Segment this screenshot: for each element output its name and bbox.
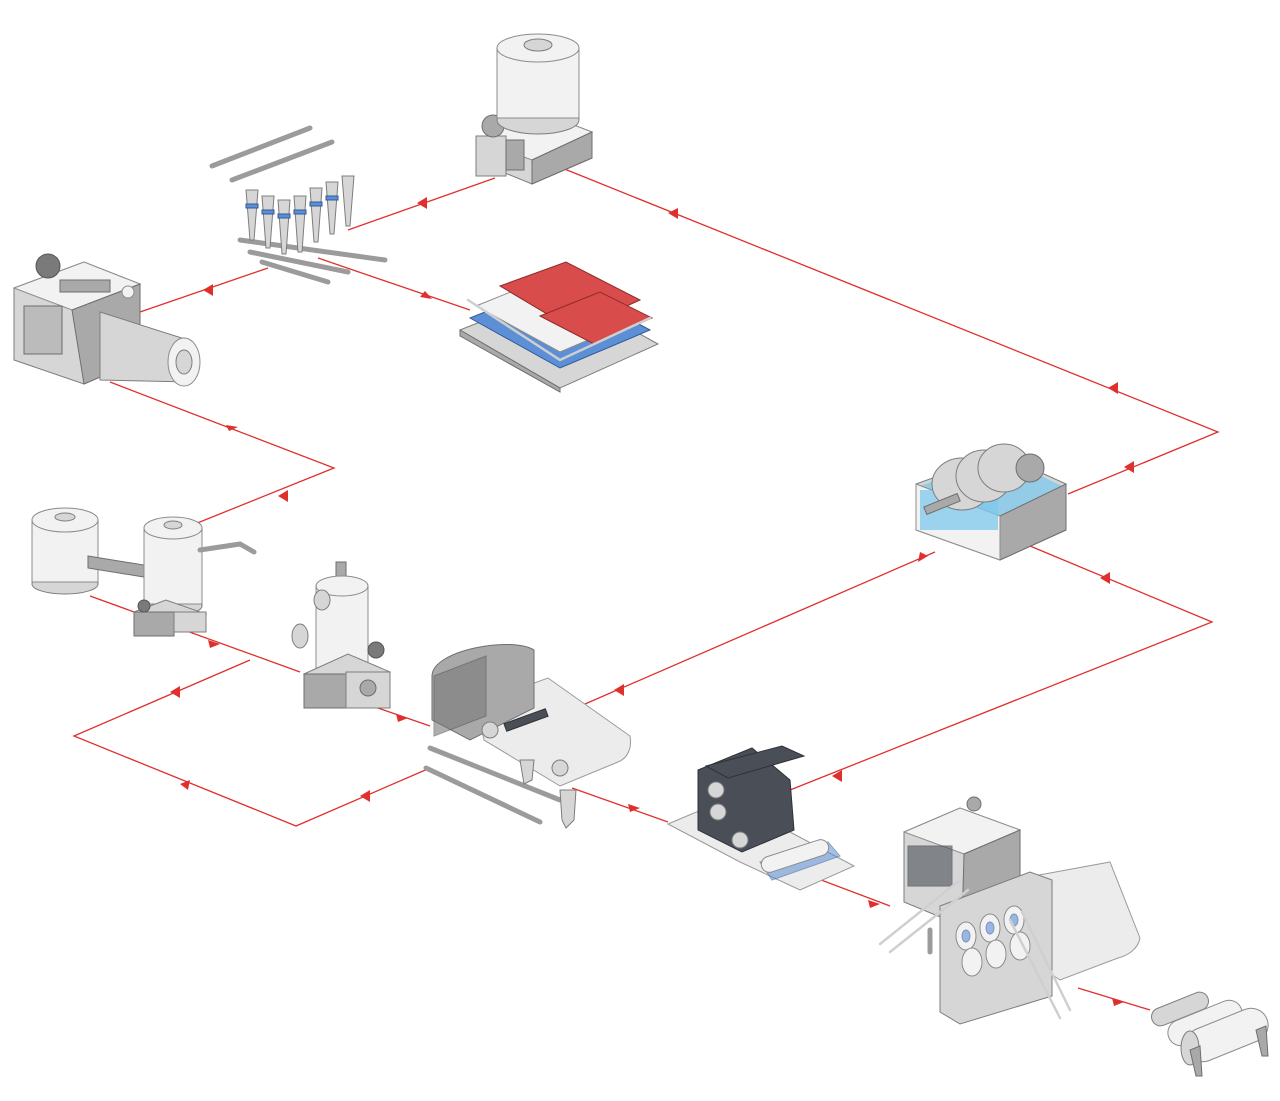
arrow-head [203, 284, 213, 296]
arrow-head [1100, 572, 1110, 584]
arrow-head [417, 197, 427, 209]
flow-headbox-to-press [571, 787, 669, 823]
flow-press-to-discfilter [789, 545, 1214, 791]
cleaner-cones [245, 175, 355, 255]
arrow-head [208, 640, 220, 648]
flow-headbox-to-discfilter [584, 551, 936, 705]
flow-refiner-to-tanks [109, 381, 336, 535]
flow-tanks-to-deaerator [89, 595, 301, 673]
dryer-section[interactable] [878, 796, 1141, 1025]
refiner[interactable] [12, 253, 201, 387]
flow-arrows [170, 197, 1134, 1006]
flow-lines [72, 167, 1220, 1011]
arrow-head [668, 208, 678, 219]
dryer-cylinders [955, 905, 1031, 977]
arrow-head [628, 804, 640, 812]
arrow-head [868, 900, 880, 908]
disc-filter[interactable] [915, 443, 1067, 561]
stock-tanks[interactable] [31, 507, 257, 637]
reel[interactable] [1149, 989, 1273, 1077]
arrow-head [832, 770, 842, 782]
deaerator[interactable] [291, 561, 392, 709]
flow-discfilter-to-pulper [561, 167, 1220, 495]
arrow-head [918, 552, 928, 562]
belt-press[interactable] [458, 261, 660, 393]
arrow-head [396, 714, 408, 722]
headbox-forming-section[interactable] [423, 644, 631, 829]
arrow-head [420, 291, 432, 299]
press-section[interactable] [666, 745, 856, 891]
arrow-head [180, 780, 190, 790]
cleaner-manifold[interactable] [209, 125, 388, 285]
arrow-head [614, 684, 624, 696]
arrow-head [278, 490, 288, 502]
pulper-tank[interactable] [475, 33, 594, 185]
arrow-head [226, 425, 238, 431]
flow-cleaners-to-beltpress [317, 257, 471, 311]
arrow-head [1112, 998, 1124, 1006]
arrow-head [1108, 382, 1118, 394]
arrow-head [170, 686, 180, 698]
arrow-head [1124, 461, 1134, 473]
arrow-head [360, 790, 370, 802]
